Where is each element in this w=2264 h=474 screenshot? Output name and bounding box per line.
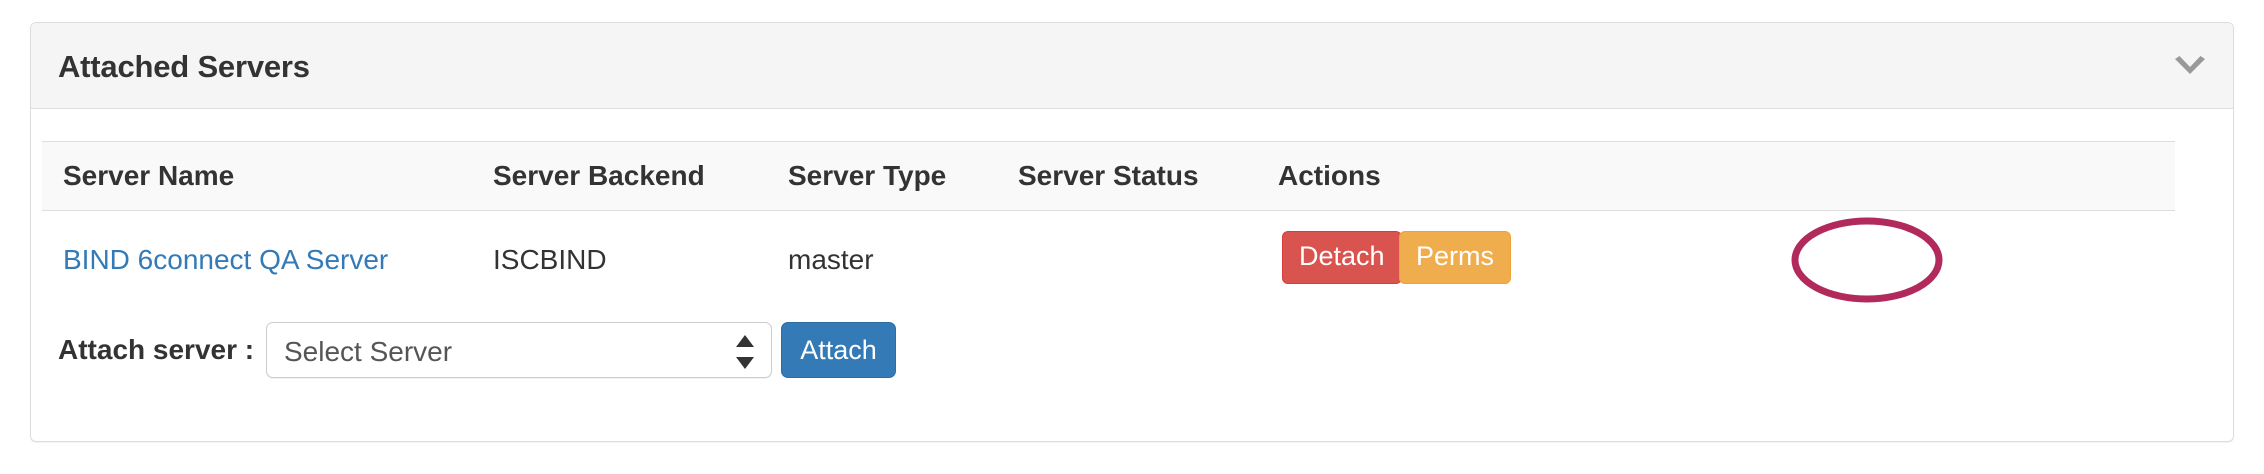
server-select[interactable]: Select Server (266, 322, 772, 378)
attach-server-row: Attach server : Select Server Attach (31, 318, 2233, 388)
column-header-server-type: Server Type (788, 141, 1018, 211)
perms-button[interactable]: Perms (1399, 231, 1512, 284)
chevron-down-icon (2173, 56, 2207, 78)
column-header-server-status: Server Status (1018, 141, 1278, 211)
attach-button[interactable]: Attach (781, 322, 896, 378)
table-head: Server Name Server Backend Server Type S… (42, 141, 2175, 211)
actions-button-group: Detach Perms (1278, 231, 2175, 289)
cell-server-backend: ISCBIND (493, 244, 607, 275)
select-stepper-icon (736, 335, 754, 369)
column-header-server-name: Server Name (42, 141, 493, 211)
attach-server-label: Attach server : (58, 334, 255, 365)
table-header-row: Server Name Server Backend Server Type S… (42, 141, 2175, 211)
panel-collapse-toggle[interactable] (2167, 47, 2213, 87)
attached-servers-panel: Attached Servers Server Name Server Back… (30, 22, 2234, 442)
cell-server-status (1018, 211, 1278, 310)
cell-server-name: BIND 6connect QA Server (42, 211, 493, 310)
detach-button[interactable]: Detach (1282, 231, 1402, 284)
server-select-value: Select Server (284, 336, 453, 367)
cell-server-type: master (788, 244, 874, 275)
attached-servers-table: Server Name Server Backend Server Type S… (42, 141, 2175, 309)
table-body: BIND 6connect QA Server ISCBIND master D… (42, 211, 2175, 310)
panel-heading: Attached Servers (31, 23, 2233, 109)
column-header-server-backend: Server Backend (493, 141, 788, 211)
panel-body: Server Name Server Backend Server Type S… (31, 109, 2233, 441)
cell-actions: Detach Perms (1278, 211, 2175, 310)
column-header-actions: Actions (1278, 141, 2175, 211)
server-name-link[interactable]: BIND 6connect QA Server (63, 244, 389, 275)
page-title: Attached Servers (58, 49, 310, 84)
table-row: BIND 6connect QA Server ISCBIND master D… (42, 211, 2175, 310)
